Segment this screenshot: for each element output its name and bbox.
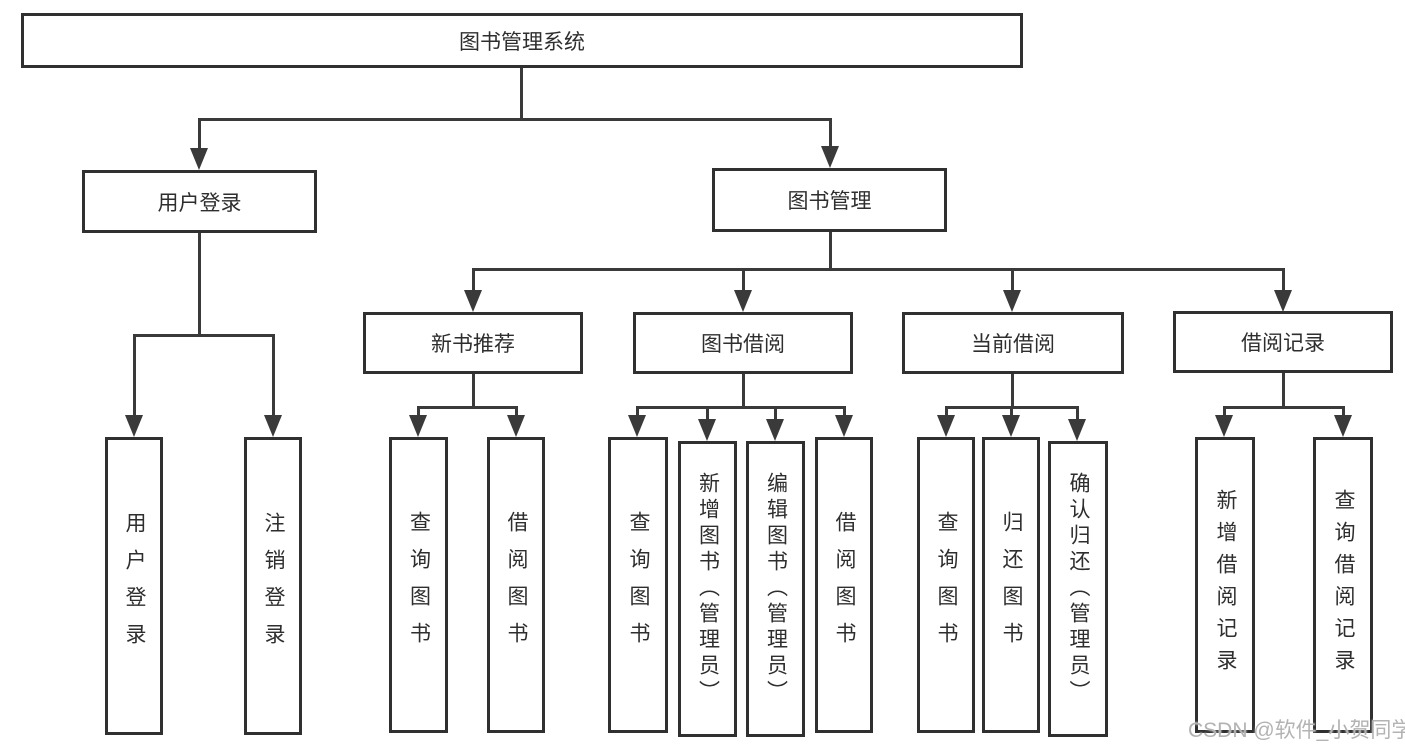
leaf-label: 查询借阅记录 (1332, 489, 1355, 681)
connector-line (637, 406, 845, 409)
connector-line (418, 406, 518, 409)
arrow-down-icon (264, 415, 282, 437)
connector-line (636, 406, 639, 420)
leaf-label: 编辑图书（管理员） (764, 472, 788, 706)
node-confirm-return-admin: 确认归还（管理员） (1048, 441, 1108, 737)
node-add-book-admin: 新增图书（管理员） (678, 441, 737, 737)
node-query-books: 查询图书 (608, 437, 668, 733)
connector-line (706, 406, 709, 422)
arrow-down-icon (1068, 419, 1086, 441)
node-label: 当前借阅 (971, 333, 1055, 356)
arrow-down-icon (125, 415, 143, 437)
node-label: 新书推荐 (431, 333, 515, 356)
leaf-label: 新增借阅记录 (1214, 489, 1237, 681)
node-user-login-action: 用户登录 (105, 437, 163, 735)
leaf-label: 查询图书 (407, 511, 431, 659)
leaf-label: 确认归还（管理员） (1067, 472, 1090, 706)
arrow-down-icon (698, 419, 716, 441)
arrow-down-icon (464, 290, 482, 312)
connector-line (829, 118, 832, 154)
connector-line (198, 233, 201, 336)
node-user-login-label: 用户登录 (157, 191, 242, 215)
connector-line (417, 406, 420, 420)
connector-line (1223, 406, 1226, 420)
arrow-down-icon (937, 415, 955, 437)
arrow-down-icon (507, 415, 525, 437)
connector-line (1011, 268, 1014, 296)
leaf-label: 注销登录 (262, 512, 285, 660)
connector-line (1282, 268, 1285, 296)
node-logout-action: 注销登录 (244, 437, 302, 735)
leaf-label: 借阅图书 (833, 511, 856, 659)
connector-line (774, 406, 777, 422)
connector-line (134, 334, 275, 337)
arrow-down-icon (734, 290, 752, 312)
arrow-down-icon (1274, 290, 1292, 312)
connector-line (515, 406, 518, 420)
connector-line (1282, 373, 1285, 408)
arrow-down-icon (766, 419, 784, 441)
node-borrow-books: 借阅图书 (815, 437, 873, 733)
node-user-login: 用户登录 (82, 170, 317, 233)
arrow-down-icon (1215, 415, 1233, 437)
node-query-books: 查询图书 (917, 437, 975, 733)
connector-line (742, 268, 745, 296)
node-label: 借阅记录 (1241, 332, 1325, 355)
arrow-down-icon (190, 148, 208, 170)
arrow-down-icon (1334, 415, 1352, 437)
connector-line (520, 68, 523, 120)
leaf-label: 借阅图书 (505, 511, 528, 659)
connector-line (133, 334, 136, 419)
connector-line (945, 406, 948, 420)
node-book-management-label: 图书管理 (787, 190, 872, 213)
connector-line (1342, 406, 1345, 420)
connector-line (472, 374, 475, 408)
connector-line (742, 374, 745, 408)
node-label: 图书借阅 (701, 333, 785, 356)
node-query-borrow-record: 查询借阅记录 (1313, 437, 1373, 733)
leaf-label: 新增图书（管理员） (696, 472, 720, 706)
node-query-books: 查询图书 (389, 437, 448, 733)
arrow-down-icon (1002, 415, 1020, 437)
leaf-label: 查询图书 (935, 511, 958, 659)
connector-line (1224, 406, 1344, 409)
connector-line (473, 268, 1285, 271)
connector-line (1010, 406, 1013, 420)
connector-line (472, 268, 475, 296)
connector-line (199, 118, 832, 121)
connector-line (1076, 406, 1079, 422)
node-root: 图书管理系统 (21, 13, 1023, 68)
node-current-borrow: 当前借阅 (902, 312, 1124, 374)
node-add-borrow-record: 新增借阅记录 (1195, 437, 1255, 733)
connector-line (1011, 374, 1014, 408)
node-book-management: 图书管理 (712, 168, 947, 232)
arrow-down-icon (1003, 290, 1021, 312)
node-edit-book-admin: 编辑图书（管理员） (746, 441, 805, 737)
arrow-down-icon (821, 146, 839, 168)
arrow-down-icon (409, 415, 427, 437)
connector-line (829, 232, 832, 270)
node-new-book-recommend: 新书推荐 (363, 312, 583, 374)
node-root-label: 图书管理系统 (459, 30, 585, 54)
leaf-label: 查询图书 (627, 511, 650, 659)
node-borrow-records: 借阅记录 (1173, 311, 1393, 373)
arrow-down-icon (835, 415, 853, 437)
node-book-borrow: 图书借阅 (633, 312, 853, 374)
connector-line (843, 406, 846, 420)
node-return-books: 归还图书 (982, 437, 1040, 733)
arrow-down-icon (628, 415, 646, 437)
connector-line (272, 334, 275, 419)
leaf-label: 归还图书 (1000, 511, 1023, 659)
csdn-watermark: CSDN @软件_小贺同学 (1188, 719, 1405, 742)
connector-line (198, 118, 201, 154)
leaf-label: 用户登录 (123, 512, 146, 660)
node-borrow-books: 借阅图书 (487, 437, 545, 733)
